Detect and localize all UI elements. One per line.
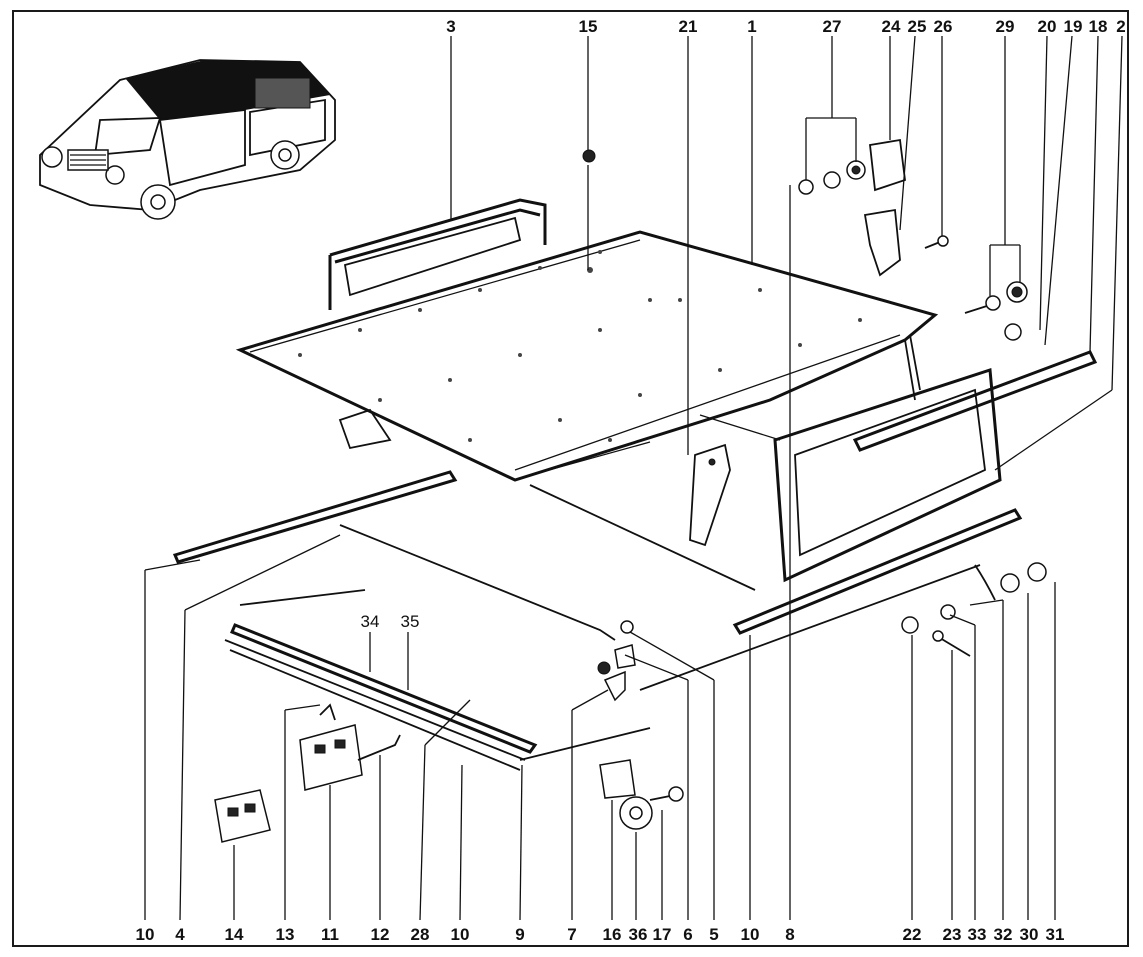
lock-icon xyxy=(214,644,636,843)
callout-label: 13 xyxy=(276,925,295,944)
callout-label: 16 xyxy=(603,925,622,944)
diagram-frame xyxy=(12,10,1129,947)
callout-label: 35 xyxy=(401,612,420,631)
callout-label: 31 xyxy=(1046,925,1065,944)
callout-label: 23 xyxy=(943,925,962,944)
top-leader-lines xyxy=(450,35,1123,620)
callout-label: 10 xyxy=(741,925,760,944)
callout-label: 17 xyxy=(653,925,672,944)
washer-icon xyxy=(582,149,1047,830)
callout-label: 8 xyxy=(785,925,794,944)
callout-label: 12 xyxy=(371,925,390,944)
callout-label: 5 xyxy=(709,925,718,944)
vehicle-thumbnail-icon xyxy=(39,59,336,220)
callout-label: 11 xyxy=(321,925,339,944)
callout-label: 20 xyxy=(1038,17,1057,36)
callout-label: 9 xyxy=(515,925,524,944)
callout-label: 14 xyxy=(225,925,244,944)
callout-label: 10 xyxy=(136,925,155,944)
callout-label: 10 xyxy=(451,925,470,944)
callout-label: 15 xyxy=(579,17,598,36)
bracket-icon xyxy=(689,443,731,547)
callout-label: 34 xyxy=(361,612,380,631)
callout-label: 21 xyxy=(679,17,698,36)
side-window-icon xyxy=(773,334,1098,583)
strips-and-rods xyxy=(172,470,1023,771)
callout-label: 1 xyxy=(747,17,756,36)
callouts-top: 3 15 21 1 27 24 25 26 29 20 19 18 2 xyxy=(446,17,1125,36)
callout-label: 28 xyxy=(411,925,430,944)
callouts-inline: 34 35 xyxy=(361,612,420,631)
callout-label: 18 xyxy=(1089,17,1108,36)
callout-label: 25 xyxy=(908,17,927,36)
callout-label: 24 xyxy=(882,17,901,36)
callout-label: 33 xyxy=(968,925,987,944)
callout-label: 26 xyxy=(934,17,953,36)
callout-label: 4 xyxy=(175,925,185,944)
bottom-leader-lines xyxy=(144,534,1056,921)
callout-label: 27 xyxy=(823,17,842,36)
callout-label: 30 xyxy=(1020,925,1039,944)
callout-label: 29 xyxy=(996,17,1015,36)
callout-label: 22 xyxy=(903,925,922,944)
rear-frame-icon xyxy=(328,198,547,310)
callout-label: 32 xyxy=(994,925,1013,944)
bolt-icon xyxy=(649,235,1001,802)
callout-label: 7 xyxy=(567,925,576,944)
callout-label: 3 xyxy=(446,17,455,36)
callout-label: 6 xyxy=(683,925,692,944)
callout-label: 19 xyxy=(1064,17,1083,36)
hinge-icon xyxy=(863,138,906,277)
callouts-bottom: 10 4 14 13 11 12 28 10 9 7 16 36 17 6 5 … xyxy=(136,925,1065,944)
callout-label: 2 xyxy=(1116,17,1125,36)
callout-label: 36 xyxy=(629,925,648,944)
